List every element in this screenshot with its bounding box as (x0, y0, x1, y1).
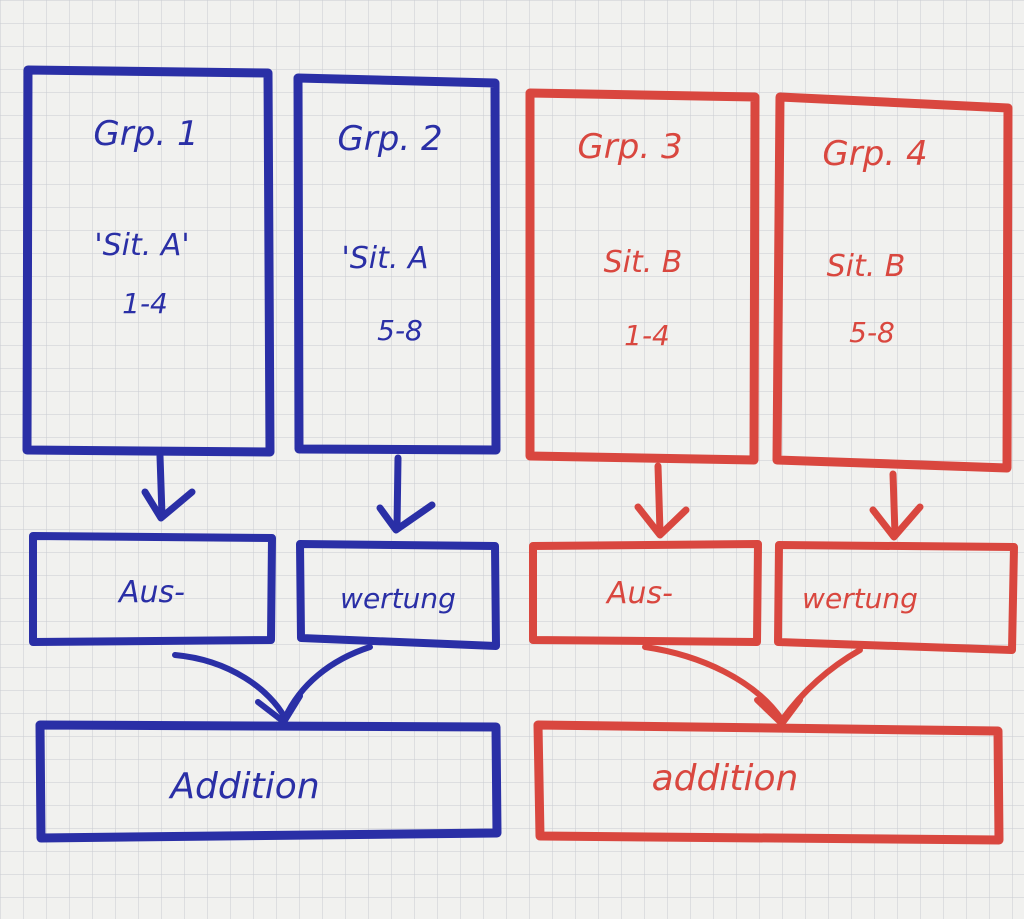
group-range: 1-4 (624, 319, 670, 352)
group-situation: Sit. B (827, 249, 906, 284)
evaluation-label: wertung (802, 582, 918, 615)
group-title: Grp. 2 (337, 119, 442, 159)
evaluation-label: Aus- (117, 575, 185, 610)
addition-label: addition (652, 758, 799, 799)
arrow-down-icon (376, 454, 436, 534)
evaluation-box: wertung (774, 541, 1018, 654)
group-box-2: Grp. 2 'Sit. A 5-8 (293, 73, 501, 455)
group-situation: 'Sit. A' (94, 228, 189, 263)
evaluation-label: Aus- (605, 576, 673, 611)
group-box-1: Grp. 1 'Sit. A' 1-4 (22, 65, 275, 457)
evaluation-box: Aus- (529, 540, 762, 646)
group-range: 5-8 (849, 316, 895, 349)
addition-label: Addition (168, 766, 319, 807)
group-situation: Sit. B (604, 245, 683, 280)
group-box-4: Grp. 4 Sit. B 5-8 (772, 92, 1013, 473)
group-situation: 'Sit. A (342, 241, 429, 276)
evaluation-label: wertung (340, 582, 456, 615)
evaluation-box: wertung (296, 540, 500, 650)
group-title: Grp. 4 (822, 134, 927, 174)
group-box-3: Grp. 3 Sit. B 1-4 (525, 88, 760, 465)
addition-box: Addition (35, 720, 502, 843)
arrow-down-icon (141, 452, 196, 522)
group-range: 1-4 (122, 287, 168, 320)
group-title: Grp. 1 (93, 114, 198, 154)
group-range: 5-8 (377, 314, 423, 347)
arrow-down-icon (634, 462, 690, 539)
arrow-down-icon (869, 470, 924, 541)
addition-box: addition (533, 720, 1004, 845)
group-title: Grp. 3 (577, 127, 682, 167)
evaluation-box: Aus- (29, 532, 276, 646)
